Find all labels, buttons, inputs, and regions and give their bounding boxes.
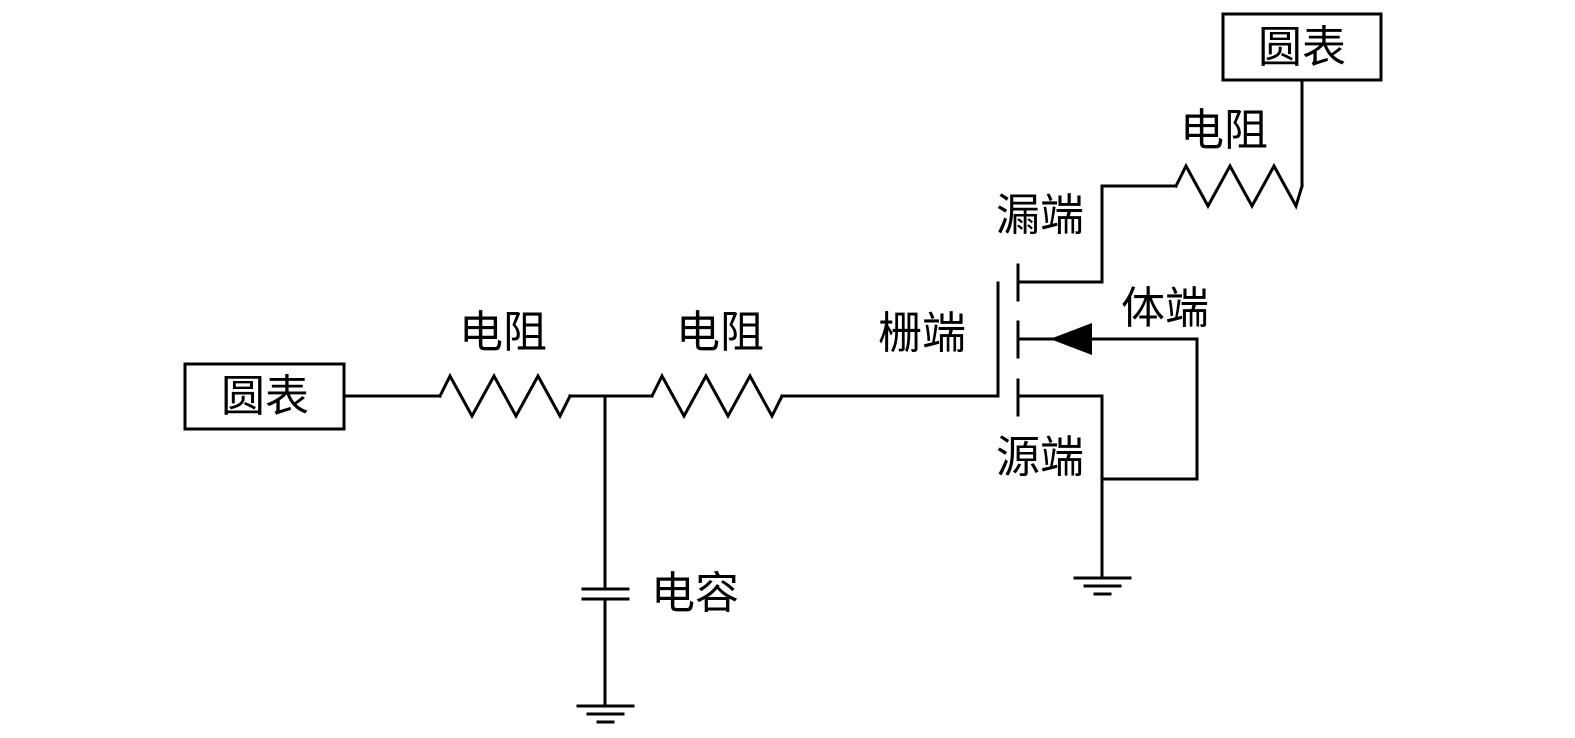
wire-to-gate — [780, 281, 1000, 398]
mosfet — [1016, 184, 1199, 580]
meter-left-label: 圆表 — [221, 371, 309, 422]
meter-top: 圆表 — [1221, 12, 1383, 82]
meter-left: 圆表 — [183, 362, 346, 431]
wire-source — [1016, 394, 1104, 580]
source-label: 源端 — [996, 432, 1084, 483]
wire-drain — [1016, 184, 1178, 284]
capacitor: 电容 — [581, 394, 739, 708]
resistor-drain-label: 电阻 — [1180, 105, 1268, 156]
wire-body — [1016, 337, 1199, 481]
ground-source-icon — [1073, 576, 1132, 596]
resistor-drain-symbol — [1173, 162, 1304, 210]
resistor-2-symbol — [649, 372, 785, 420]
meter-left-box — [183, 362, 346, 431]
drain-label: 漏端 — [996, 190, 1084, 241]
resistor-2-label: 电阻 — [676, 307, 764, 358]
body-label: 体端 — [1121, 283, 1209, 334]
resistor-1-symbol — [437, 372, 573, 420]
resistor-1-label: 电阻 — [459, 307, 547, 358]
meter-top-label: 圆表 — [1258, 22, 1346, 73]
meter-top-box — [1221, 12, 1383, 82]
capacitor-label: 电容 — [651, 568, 739, 619]
ground-capacitor-icon — [576, 704, 635, 724]
gate-label: 栅端 — [878, 308, 966, 359]
body-arrow-icon — [1050, 323, 1092, 355]
